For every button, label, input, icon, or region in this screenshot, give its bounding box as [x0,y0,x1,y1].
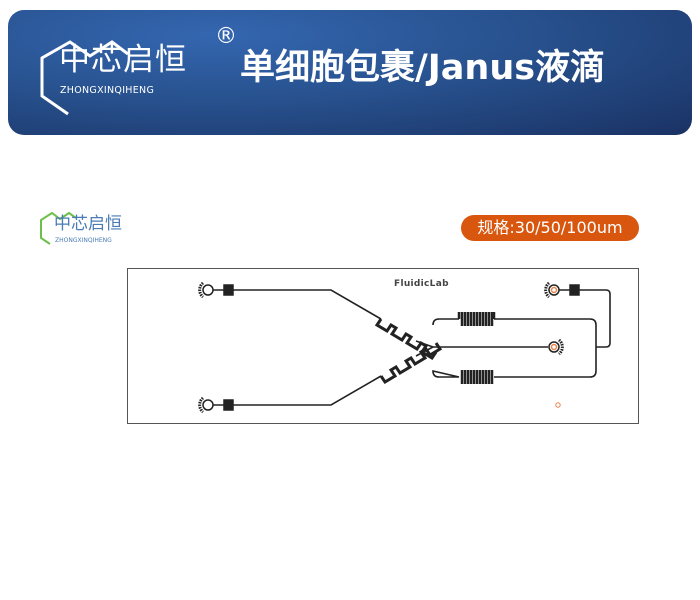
chip-channels [198,281,611,414]
inlet-port-top-left [198,281,234,299]
microfluidic-chip-diagram: FluidicLab [127,268,639,424]
banner-title: 单细胞包裹/Janus液滴 [240,48,606,88]
outlet-port [548,338,564,356]
header-banner [8,10,692,135]
inlet-port-bottom-left [198,396,234,414]
spec-badge: 规格:30/50/100um [461,215,639,241]
content-logo-subtext: ZHONGXINQIHENG [55,237,112,244]
banner-logo-text: 中芯启恒 [59,42,187,78]
channels [233,289,611,406]
registered-mark: ® [215,24,237,49]
serpentine-coil-top [457,312,496,326]
alignment-mark [555,402,561,408]
chip-brand-label: FluidicLab [394,279,449,289]
serpentine-coil-bottom [460,370,494,384]
logo-house-icon [40,211,77,245]
banner-logo-subtext: ZHONGXINQIHENG [60,85,155,96]
content-logo-text: 中芯启恒 [54,214,122,234]
serpentine-coil-bottom-left [379,342,443,385]
inlet-port-top-right [544,281,580,299]
logo-house-icon [40,40,129,116]
